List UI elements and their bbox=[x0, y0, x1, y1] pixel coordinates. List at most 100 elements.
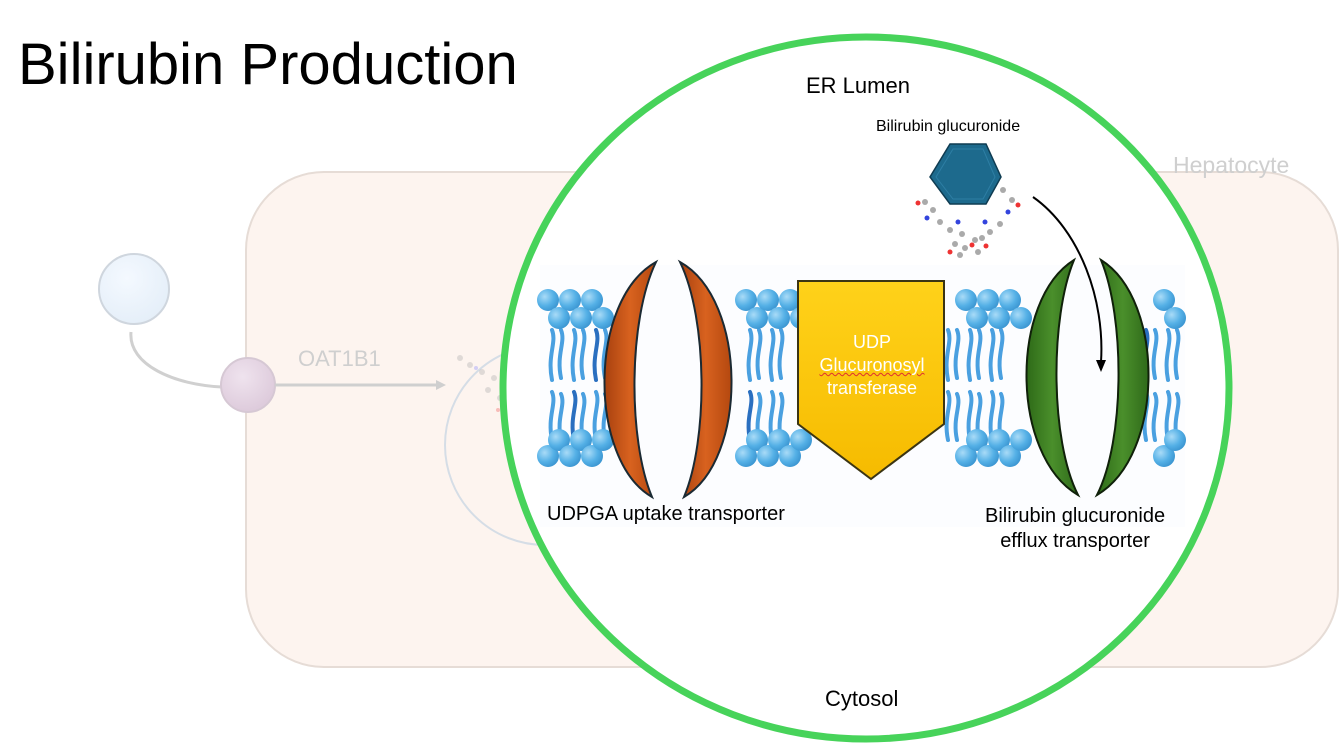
lipid-head bbox=[537, 289, 559, 311]
lipid-head bbox=[746, 307, 768, 329]
atom bbox=[947, 249, 953, 255]
atom bbox=[962, 245, 968, 251]
lipid-tail bbox=[1151, 392, 1159, 442]
lipid-tail bbox=[548, 328, 556, 382]
lipid-head bbox=[966, 307, 988, 329]
lipid-head bbox=[1153, 445, 1175, 467]
lipid-head bbox=[779, 445, 801, 467]
atom bbox=[952, 241, 958, 247]
lipid-head bbox=[537, 445, 559, 467]
atom bbox=[983, 243, 989, 249]
lipid-head bbox=[988, 429, 1010, 451]
lipid-bilayer bbox=[537, 289, 1186, 467]
lipid-head bbox=[581, 445, 603, 467]
lipid-tail bbox=[988, 328, 996, 382]
lipid-head bbox=[999, 445, 1021, 467]
lipid-tail bbox=[768, 328, 776, 382]
arrow-head-icon bbox=[436, 380, 446, 390]
efflux-arrow bbox=[1032, 196, 1103, 363]
lipid-tail bbox=[579, 328, 587, 380]
lipid-tail bbox=[755, 328, 763, 380]
lipid-tail bbox=[557, 328, 565, 380]
lipid-head bbox=[768, 429, 790, 451]
lipid-tail bbox=[1173, 328, 1181, 380]
ugt-line-3: transferase bbox=[826, 378, 918, 398]
lipid-tail bbox=[966, 328, 974, 382]
lipid-head bbox=[559, 445, 581, 467]
lipid-tail bbox=[953, 392, 961, 442]
efflux-line-2: efflux transporter bbox=[1000, 530, 1150, 552]
lipid-head bbox=[977, 445, 999, 467]
atom bbox=[1009, 197, 1015, 203]
lipid-tail bbox=[1164, 328, 1172, 382]
lipid-head bbox=[592, 307, 614, 329]
slide-title: Bilirubin Production bbox=[18, 32, 518, 97]
lipid-head bbox=[757, 445, 779, 467]
lipid-tail bbox=[975, 328, 983, 380]
arrow-head-icon bbox=[1096, 360, 1106, 372]
lipid-head bbox=[1164, 429, 1186, 451]
lipid-head bbox=[790, 429, 812, 451]
atom bbox=[915, 200, 921, 206]
lipid-tail bbox=[944, 390, 952, 442]
lipid-tail bbox=[592, 328, 600, 382]
lipid-head bbox=[955, 289, 977, 311]
lipid-tail bbox=[777, 328, 785, 380]
lipid-tail bbox=[944, 328, 952, 382]
lipid-head bbox=[548, 429, 570, 451]
atom bbox=[969, 242, 975, 248]
bilirubin-glucuronide-molecule-icon bbox=[915, 143, 1021, 258]
atom bbox=[982, 219, 988, 225]
atom bbox=[997, 221, 1003, 227]
efflux-transporter bbox=[1025, 257, 1150, 498]
lipid-head bbox=[1010, 429, 1032, 451]
lipid-head bbox=[548, 307, 570, 329]
hepatocyte-label: Hepatocyte bbox=[1173, 152, 1290, 178]
atom bbox=[922, 199, 928, 205]
lipid-head bbox=[559, 289, 581, 311]
bilirubin-glucuronide-label: Bilirubin glucuronide bbox=[876, 118, 1021, 135]
er-lumen-label: ER Lumen bbox=[806, 73, 910, 98]
lipid-head bbox=[757, 289, 779, 311]
lipid-tail bbox=[953, 328, 961, 380]
atom bbox=[1015, 202, 1021, 208]
oat1b1-label: OAT1B1 bbox=[298, 346, 381, 371]
atom bbox=[930, 207, 936, 213]
atom bbox=[924, 215, 930, 221]
atom bbox=[1000, 187, 1006, 193]
lipid-tail bbox=[570, 328, 578, 382]
lipid-head bbox=[1010, 307, 1032, 329]
atom bbox=[957, 252, 963, 258]
zoom-circle-border bbox=[499, 33, 1233, 743]
atom bbox=[937, 219, 943, 225]
lipid-tail bbox=[997, 328, 1005, 380]
lipid-tail bbox=[746, 328, 754, 382]
lipid-head bbox=[735, 445, 757, 467]
lipid-head bbox=[1164, 307, 1186, 329]
lipid-head bbox=[735, 289, 757, 311]
lipid-head bbox=[746, 429, 768, 451]
atom bbox=[975, 249, 981, 255]
lipid-head bbox=[570, 307, 592, 329]
lipid-head bbox=[977, 289, 999, 311]
ugt-line-2: Glucuronosyl bbox=[819, 355, 925, 375]
udpga-uptake-transporter bbox=[603, 259, 733, 500]
atom bbox=[972, 237, 978, 243]
lipid-head bbox=[779, 289, 801, 311]
oat1b1-transporter-icon bbox=[220, 357, 276, 413]
lipid-head bbox=[966, 429, 988, 451]
lipid-tail bbox=[1151, 328, 1159, 380]
albumin-ball-icon bbox=[98, 253, 170, 325]
atom bbox=[947, 227, 953, 233]
atom bbox=[979, 235, 985, 241]
lipid-head bbox=[768, 307, 790, 329]
udpga-transporter-label: UDPGA uptake transporter bbox=[547, 503, 785, 525]
efflux-transporter-label: Bilirubin glucuronide efflux transporter bbox=[985, 504, 1165, 554]
lipid-head bbox=[955, 445, 977, 467]
lipid-head bbox=[570, 429, 592, 451]
ugt-enzyme-shape bbox=[797, 280, 945, 481]
atom bbox=[959, 231, 965, 237]
atom bbox=[987, 229, 993, 235]
lipid-head bbox=[581, 289, 603, 311]
